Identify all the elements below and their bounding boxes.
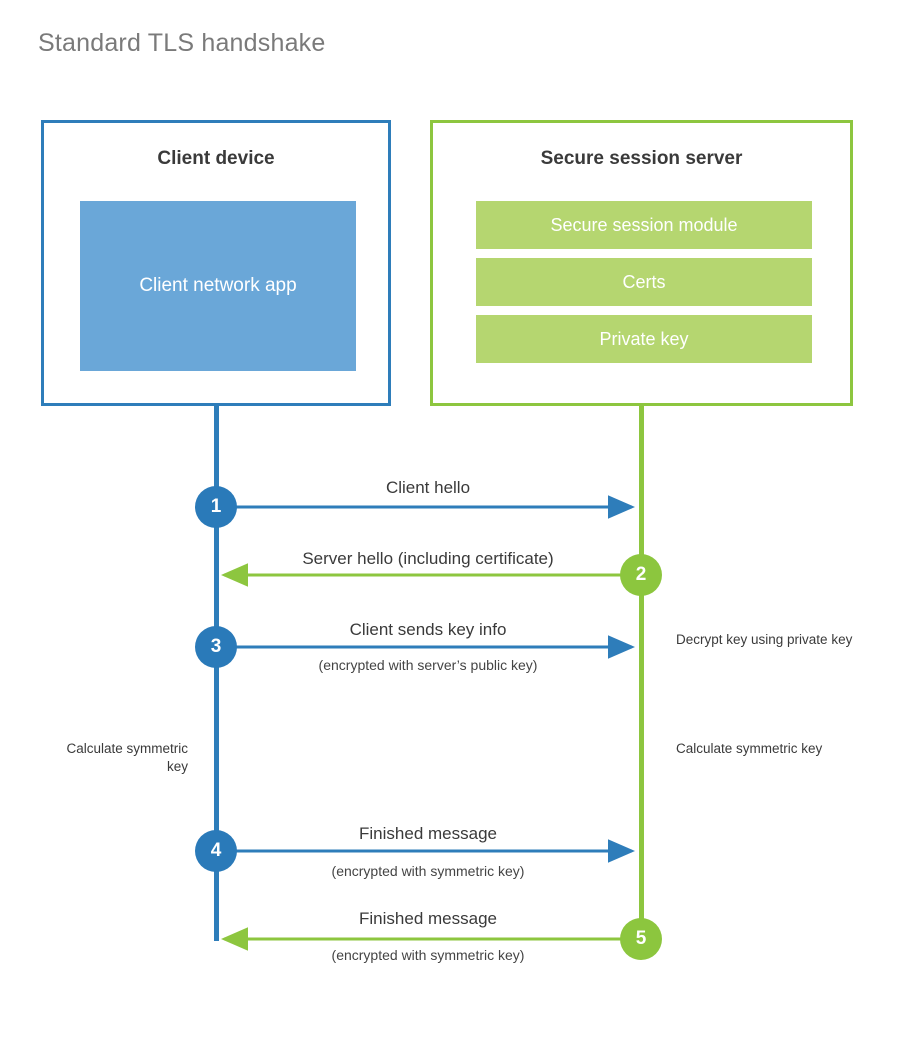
secure-session-server-box: Secure session server Secure session mod…: [430, 120, 853, 406]
step-marker-3[interactable]: 3: [195, 626, 237, 668]
client-device-title: Client device: [157, 148, 275, 169]
annotation-server-decrypt: Decrypt key using private key: [676, 632, 853, 647]
step-marker-4[interactable]: 4: [195, 830, 237, 872]
message-sublabel-step-4: (encrypted with symmetric key): [331, 863, 525, 879]
page-title: Standard TLS handshake: [38, 29, 326, 57]
message-label-step-3: Client sends key info: [349, 620, 507, 639]
server-module-private-key: Private key: [476, 315, 812, 363]
client-device-box: Client device Client network app: [41, 120, 391, 406]
secure-session-server-title: Secure session server: [540, 148, 743, 169]
message-sublabel-step-3: (encrypted with server’s public key): [318, 657, 538, 673]
annotation-client-calculate-symmetric-key: Calculate symmetric key: [66, 741, 188, 775]
message-sublabel-step-5: (encrypted with symmetric key): [331, 947, 525, 963]
server-module-secure-session-module: Secure session module: [476, 201, 812, 249]
message-label-step-1: Client hello: [385, 478, 471, 497]
message-label-step-5: Finished message: [359, 909, 497, 928]
server-lifeline: [639, 406, 644, 941]
step-marker-5[interactable]: 5: [620, 918, 662, 960]
server-module-certs: Certs: [476, 258, 812, 306]
message-label-step-2: Server hello (including certificate): [302, 549, 554, 568]
message-label-step-4: Finished message: [359, 824, 497, 843]
step-marker-2[interactable]: 2: [620, 554, 662, 596]
client-lifeline: [214, 406, 219, 941]
client-network-app-block: Client network app: [80, 201, 356, 371]
server-module-list: Secure session module Certs Private key: [476, 201, 812, 363]
step-marker-1[interactable]: 1: [195, 486, 237, 528]
annotation-server-calculate-symmetric-key: Calculate symmetric key: [676, 741, 823, 756]
